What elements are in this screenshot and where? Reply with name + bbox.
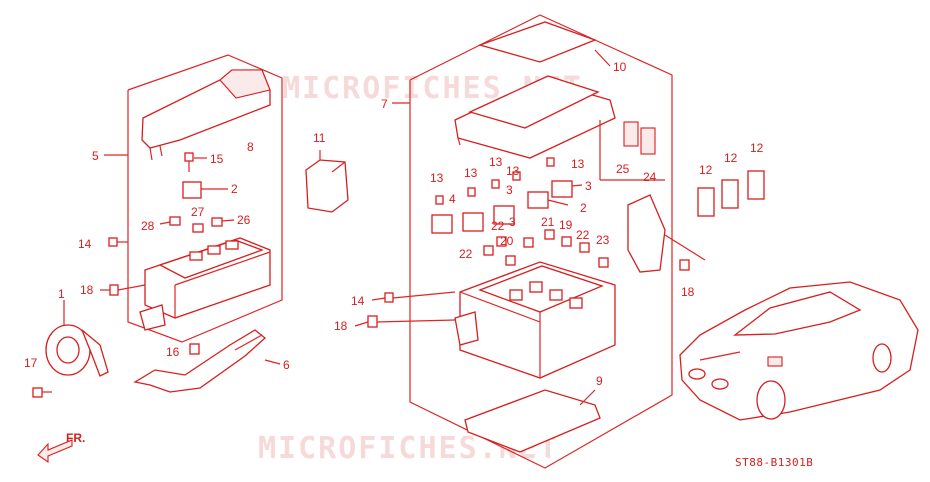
callout-2: 2 — [580, 201, 587, 215]
callout-17: 17 — [24, 356, 38, 370]
callout-6: 6 — [283, 358, 290, 372]
part-6-bracket — [133, 329, 281, 393]
callout-3: 3 — [509, 215, 516, 229]
callout-1: 1 — [58, 287, 65, 301]
small-fuses-left — [159, 216, 235, 233]
part-9-tray — [464, 389, 601, 453]
callout-23: 23 — [596, 233, 610, 247]
callout-7: 7 — [381, 97, 388, 111]
part-17-bolt — [32, 387, 52, 398]
callout-15: 15 — [210, 152, 224, 166]
callout-3: 3 — [506, 183, 513, 197]
direction-label: FR. — [66, 431, 85, 445]
callout-27: 27 — [191, 205, 205, 219]
part-2-relay-left — [182, 181, 228, 199]
part-10-label — [477, 21, 597, 63]
callout-14: 14 — [78, 237, 92, 251]
callout-12: 12 — [724, 151, 738, 165]
callout-18: 18 — [80, 283, 94, 297]
callout-20: 20 — [500, 234, 514, 248]
main-fuse-box — [454, 261, 616, 379]
parts-24-25 — [599, 120, 665, 181]
callout-18: 18 — [681, 285, 695, 299]
callout-13: 13 — [430, 171, 444, 185]
callout-19: 19 — [559, 218, 573, 232]
car-illustration — [679, 281, 919, 421]
part-15-bolt — [184, 152, 207, 172]
main-small-fuses — [483, 229, 609, 268]
callout-3: 3 — [585, 179, 592, 193]
callout-24: 24 — [643, 170, 657, 184]
callout-2: 2 — [231, 182, 238, 196]
main-group-bracket — [409, 14, 673, 469]
callout-18: 18 — [334, 319, 348, 333]
left-screws — [100, 237, 146, 296]
callout-13: 13 — [506, 164, 520, 178]
callout-13: 13 — [571, 157, 585, 171]
main-screws — [354, 291, 456, 328]
part-1-horn — [45, 300, 109, 377]
callout-22: 22 — [491, 219, 505, 233]
callout-12: 12 — [750, 141, 764, 155]
front-direction-arrow: FR. — [37, 431, 85, 464]
part-8-cover — [141, 69, 271, 161]
left-fuse-box — [139, 237, 271, 331]
callout-4: 4 — [449, 192, 456, 206]
callout-13: 13 — [464, 166, 478, 180]
callout-13: 13 — [489, 155, 503, 169]
callout-12: 12 — [699, 163, 713, 177]
callout-9: 9 — [596, 374, 603, 388]
callout-5: 5 — [92, 149, 99, 163]
relay-bracket — [627, 194, 706, 273]
callout-10: 10 — [613, 60, 627, 74]
parts-12-relays — [697, 170, 765, 217]
callout-26: 26 — [237, 213, 251, 227]
callout-25: 25 — [616, 162, 630, 176]
callout-11: 11 — [313, 131, 326, 145]
diagram-code: ST88-B1301B — [735, 456, 813, 469]
callout-22: 22 — [576, 228, 590, 242]
callout-16: 16 — [166, 345, 180, 359]
main-relays — [431, 157, 583, 234]
left-group-bracket — [127, 54, 283, 343]
part-18-screw-right — [679, 259, 690, 271]
callout-28: 28 — [141, 219, 155, 233]
main-box-cover — [454, 75, 616, 159]
callout-8: 8 — [247, 140, 254, 154]
part-11-relay — [305, 150, 349, 213]
callout-14: 14 — [351, 294, 365, 308]
callout-22: 22 — [459, 247, 473, 261]
callout-21: 21 — [541, 215, 555, 229]
